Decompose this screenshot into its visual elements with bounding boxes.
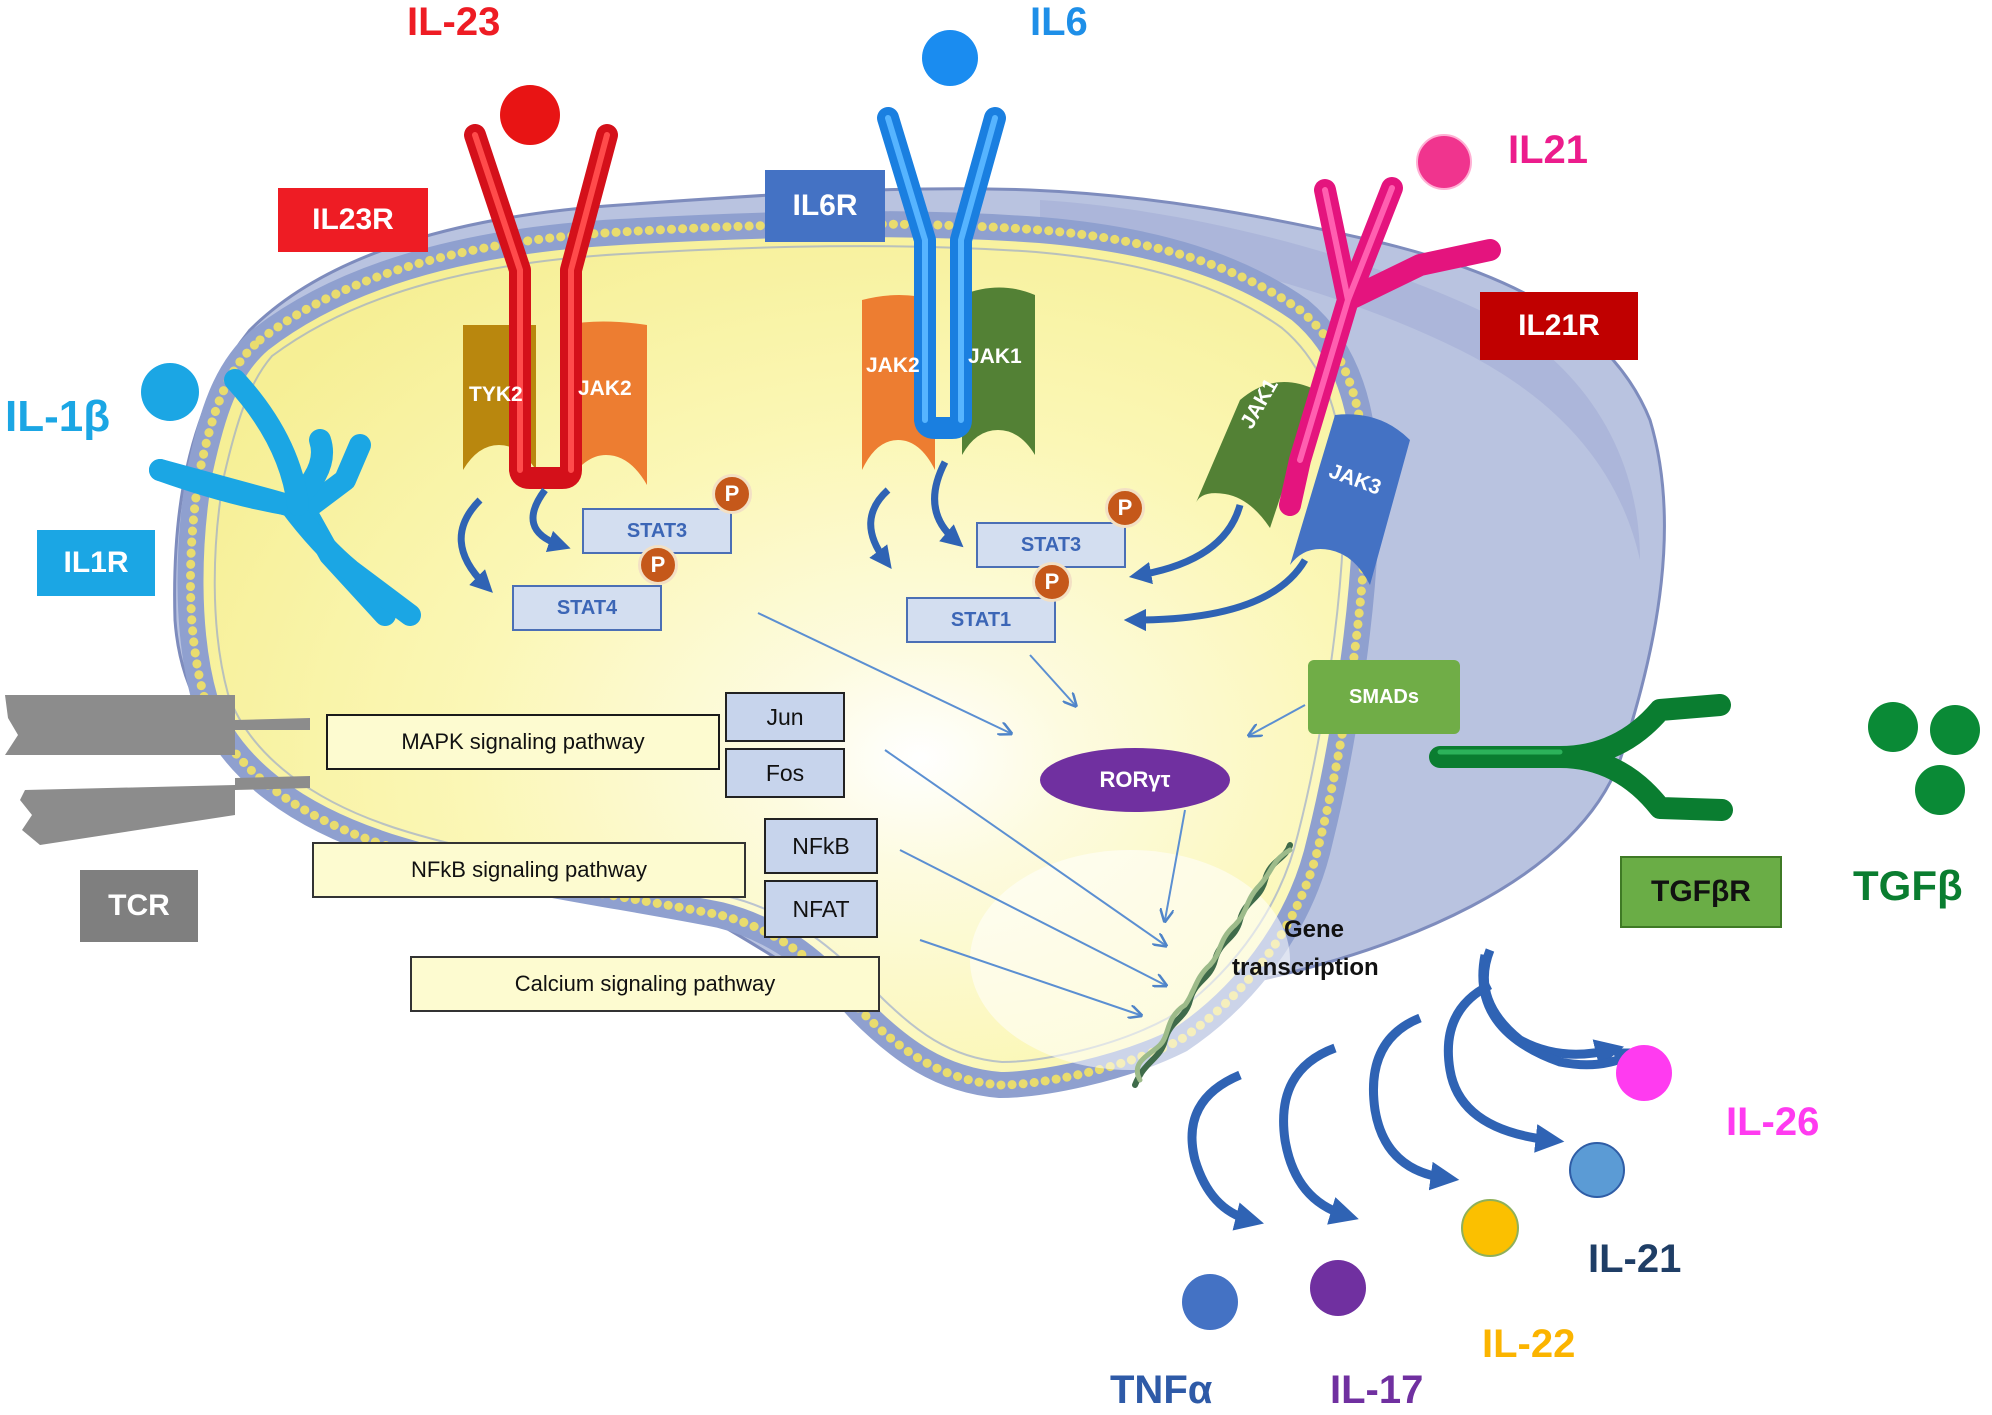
jun-box: Jun	[725, 692, 845, 742]
il21-receptor-highlight	[1297, 185, 1395, 463]
arrow-stat-to-rorgt-center	[1029, 654, 1075, 705]
secretion-arrow-il22	[1369, 1013, 1460, 1191]
jak2-il23-label: JAK2	[578, 377, 632, 400]
jak3-kinase	[1290, 414, 1410, 585]
gene-transcription-line1: Gene	[1284, 916, 1345, 943]
arrow-tyk2-stat4	[457, 497, 493, 593]
transcription-glow	[970, 850, 1290, 1070]
arrow-nfkb-to-gene	[899, 849, 1165, 985]
phospho-stat3-il23: P	[712, 474, 752, 514]
il21r-box: IL21R	[1480, 292, 1638, 360]
secretion-arrows	[1187, 948, 1643, 1231]
arrow-jak2-stat3	[529, 487, 571, 553]
rorgt-oval: RORγτ	[1040, 748, 1230, 812]
il6r-box: IL6R	[765, 170, 885, 242]
stat4: STAT4	[512, 585, 662, 631]
tgfbr-box: TGFβR	[1620, 856, 1782, 928]
tgfb-ligand-1	[1868, 702, 1918, 752]
jak1-il6-label: JAK1	[968, 345, 1022, 368]
il26-cytokine	[1616, 1045, 1672, 1101]
stat1: STAT1	[906, 597, 1056, 643]
nfkb-box: NFkB	[764, 818, 878, 874]
il26-label: IL-26	[1726, 1100, 1820, 1144]
il1b-label: IL-1β	[5, 392, 111, 441]
tgfb-label: TGFβ	[1853, 862, 1963, 909]
secretion-arrow-tnfa	[1187, 1070, 1264, 1231]
tnfa-label: TNFα	[1110, 1368, 1213, 1412]
tcr-chain-bottom	[20, 776, 310, 845]
phospho-stat1: P	[1032, 562, 1072, 602]
il6-ligand	[922, 30, 978, 86]
arrow-smads-to-rorgt	[1250, 704, 1306, 735]
il21-ligand-label: IL21	[1508, 128, 1589, 172]
calcium-pathway-box: Calcium signaling pathway	[410, 956, 880, 1012]
tgfb-ligand-3	[1915, 765, 1965, 815]
mapk-pathway-box: MAPK signaling pathway	[326, 714, 720, 770]
il22-cytokine	[1461, 1199, 1519, 1257]
phospho-stat4: P	[638, 545, 678, 585]
tgfb-receptor	[1429, 694, 1733, 821]
il1r-box: IL1R	[37, 530, 155, 596]
secretion-arrow-il26	[1479, 948, 1625, 1068]
phosphorylation-arrows	[457, 460, 1309, 632]
tcr-chain-top	[5, 695, 310, 755]
il6-label: IL6	[1030, 0, 1088, 44]
arrow-calcium-to-gene	[919, 939, 1140, 1015]
tgfb-ligand-2	[1930, 705, 1980, 755]
tyk2-label: TYK2	[469, 383, 523, 406]
il23-label: IL-23	[407, 0, 501, 44]
jak2-kinase-il23	[566, 321, 647, 485]
arrow-stat-to-rorgt-left	[757, 612, 1010, 733]
il22-label: IL-22	[1482, 1322, 1576, 1366]
arrow-jak2-stat3-il6	[867, 487, 892, 569]
il1b-ligand	[141, 363, 199, 421]
arrow-jak1-stat3-il6	[931, 460, 964, 548]
arrow-jak1-stat3-il21	[1128, 503, 1244, 585]
nfat-box: NFAT	[764, 880, 878, 938]
secretion-arrow-il26-outer	[1478, 954, 1643, 1075]
il17-cytokine	[1310, 1260, 1366, 1316]
dna-strand-b	[1135, 847, 1293, 1083]
il6-receptor-highlight	[885, 115, 998, 423]
arrow-rorgt-to-gene	[1165, 809, 1186, 920]
il21-cytokine	[1569, 1142, 1625, 1198]
arrow-mapk-to-gene	[884, 749, 1165, 945]
il17-label: IL-17	[1330, 1368, 1424, 1412]
il23r-box: IL23R	[278, 188, 428, 252]
nfkb-pathway-box: NFkB signaling pathway	[312, 842, 746, 898]
jak2-il6-label: JAK2	[866, 354, 920, 377]
tnfa-cytokine	[1182, 1274, 1238, 1330]
jak1-kinase-il6	[962, 287, 1035, 455]
il23-receptor-highlight	[472, 132, 610, 473]
phospho-stat3-il6: P	[1105, 488, 1145, 528]
il1-receptor-top	[224, 369, 309, 516]
secretion-arrow-il17	[1279, 1043, 1359, 1225]
smads-box: SMADs	[1308, 660, 1460, 734]
il21-output-label: IL-21	[1588, 1237, 1682, 1281]
il23-ligand	[500, 85, 560, 145]
secretion-arrow-il21	[1443, 980, 1565, 1153]
fos-box: Fos	[725, 748, 845, 798]
tcr-box: TCR	[80, 870, 198, 942]
jak1-kinase-il21	[1195, 382, 1316, 528]
gene-transcription-line2: transcription	[1232, 954, 1379, 981]
signaling-arrows	[757, 612, 1306, 1015]
arrow-jak3-stat1-il21	[1123, 558, 1309, 632]
dna-helix	[1132, 842, 1293, 1088]
il21-ligand	[1416, 134, 1472, 190]
